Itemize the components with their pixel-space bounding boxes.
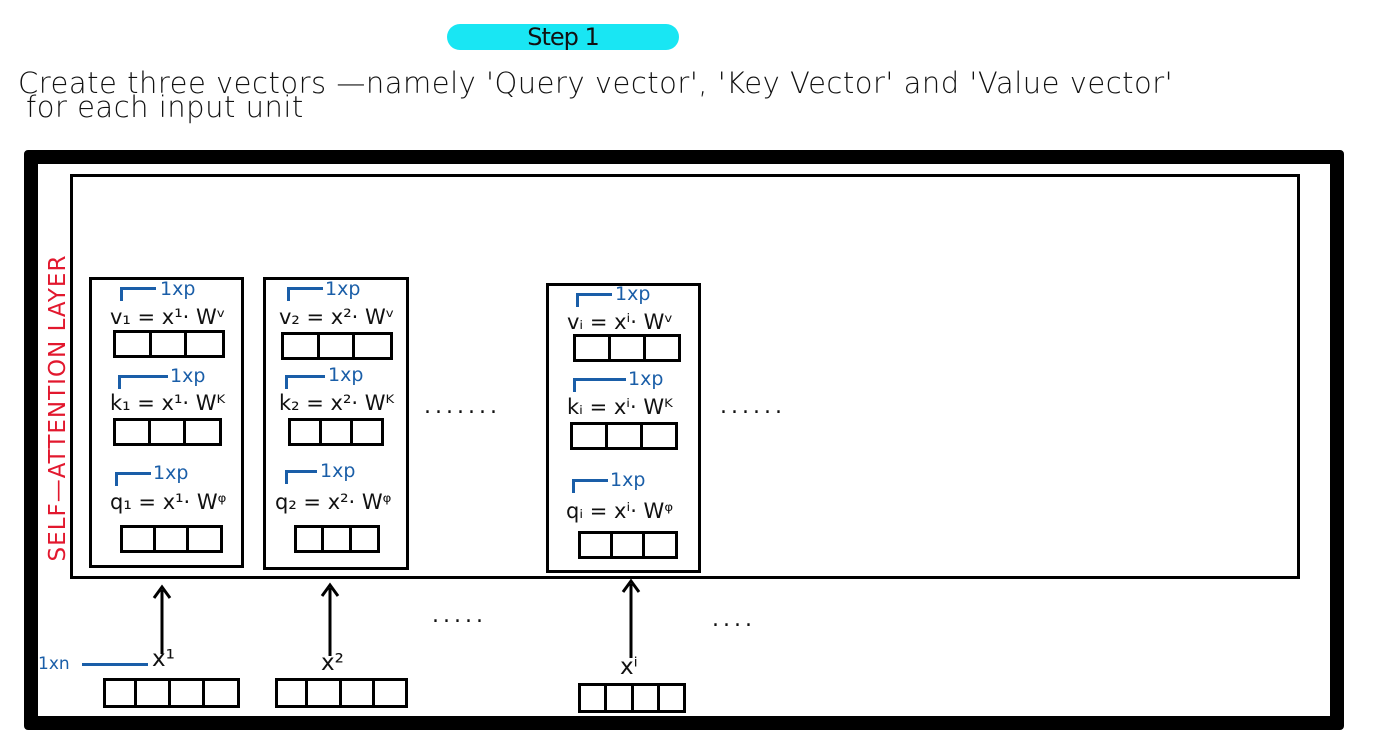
value-dim-bracket [576,293,612,307]
value-dim-label: 1xp [615,283,651,305]
value-formula: vᵢ = xⁱ· Wᵛ [567,310,674,334]
layer-ellipsis-middle: ....... [424,394,501,419]
value-dim-label: 1xp [160,278,196,300]
key-dim-bracket [573,378,626,392]
key-formula: kᵢ = xⁱ· Wᴷ [567,395,673,419]
query-formula: qᵢ = xⁱ· Wᵠ [566,499,674,523]
description-line-2: for each input unit [26,90,304,124]
step-label: Step 1 [527,23,600,51]
value-dim-label: 1xp [325,278,361,300]
outer-frame [24,150,1344,730]
self-attention-layer-box [70,174,1300,579]
description: Create three vectors —namely 'Query vect… [18,68,1388,122]
value-vector [113,330,225,358]
step-badge: Step 1 [447,23,679,51]
key-dim-label: 1xp [628,368,664,390]
key-dim-label: 1xp [328,364,364,386]
query-vector [294,525,380,553]
query-vector [120,525,224,553]
arrow-input-i [621,578,641,658]
input-label-2: x² [321,650,344,676]
key-dim-bracket [285,375,325,389]
key-formula: k₁ = x¹· Wᴷ [110,391,226,415]
layer-ellipsis-end: ...... [720,394,786,419]
query-dim-bracket [572,479,608,493]
input-ellipsis-end: .... [712,607,756,632]
query-dim-label: 1xp [610,469,646,491]
input-label-i: xⁱ [620,654,638,680]
layer-label: SELF—ATTENTION LAYER [45,254,71,562]
value-formula: v₂ = x²· Wᵛ [279,305,395,329]
input-ellipsis-middle: ..... [432,603,487,628]
input-vector-2 [275,678,409,708]
unit-box-2 [263,277,409,570]
value-vector [281,332,393,360]
arrow-input-1 [152,584,172,654]
query-vector [578,531,679,559]
input-dim-line [82,663,148,666]
input-vector-i [578,683,686,713]
key-vector [288,418,384,446]
key-vector [113,418,223,446]
query-formula: q₁ = x¹· Wᵠ [110,490,227,514]
arrow-input-2 [320,582,340,656]
description-line-1: Create three vectors —namely 'Query vect… [18,66,1174,100]
input-vector-1 [103,678,240,708]
query-dim-bracket [115,472,151,486]
query-formula: q₂ = x²· Wᵠ [275,490,392,514]
key-vector [570,422,678,450]
input-label-1: x¹ [152,646,175,672]
value-vector [573,334,681,362]
value-formula: v₁ = x¹· Wᵛ [110,305,226,329]
input-dim-label: 1xn [38,654,70,674]
key-dim-label: 1xp [170,365,206,387]
query-dim-label: 1xp [153,462,189,484]
key-formula: k₂ = x²· Wᴷ [279,391,395,415]
value-dim-bracket [120,287,156,301]
value-dim-bracket [287,287,323,301]
query-dim-bracket [285,470,317,484]
key-dim-bracket [118,375,168,389]
query-dim-label: 1xp [320,460,356,482]
